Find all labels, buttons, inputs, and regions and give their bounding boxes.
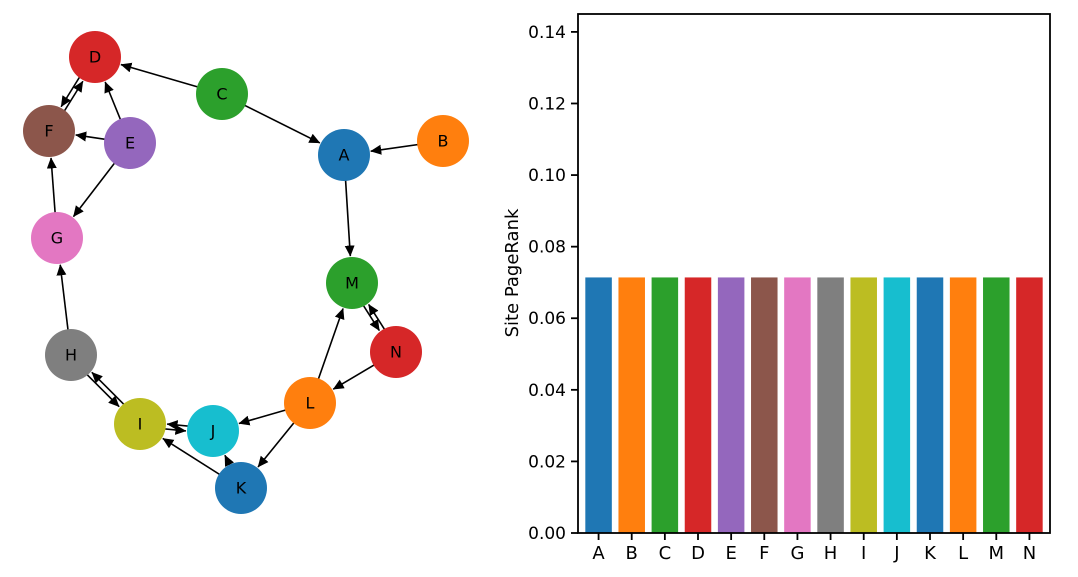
graph-node-C <box>196 68 248 120</box>
y-tick-label-0.04: 0.04 <box>528 381 566 401</box>
bar-C <box>651 277 679 533</box>
bar-I <box>850 277 877 533</box>
x-tick-label-C: C <box>659 543 672 564</box>
y-tick-label-0.02: 0.02 <box>528 452 566 472</box>
graph-node-label-H: H <box>65 346 77 365</box>
bar-N <box>1016 277 1043 533</box>
graph-node-label-D: D <box>89 48 101 67</box>
graph-node-label-A: A <box>339 146 350 165</box>
bar-B <box>618 277 645 533</box>
y-tick-label-0.10: 0.10 <box>528 166 566 186</box>
x-tick-label-M: M <box>989 543 1005 564</box>
x-tick-label-G: G <box>790 543 804 564</box>
graph-edges <box>46 55 444 489</box>
y-tick-label-0.08: 0.08 <box>528 238 566 258</box>
graph-node-J <box>187 405 239 457</box>
x-tick-label-N: N <box>1023 543 1036 564</box>
graph-node-F <box>23 105 75 157</box>
bar-D <box>684 277 712 533</box>
graph-node-label-M: M <box>345 274 359 293</box>
x-tick-label-F: F <box>759 543 769 564</box>
graph-node-label-L: L <box>306 394 315 413</box>
x-tick-label-B: B <box>626 543 638 564</box>
graph-node-label-F: F <box>44 122 53 141</box>
axes-spines <box>577 13 1051 534</box>
x-tick-label-H: H <box>824 543 838 564</box>
graph-node-label-K: K <box>236 479 247 498</box>
bar-M <box>983 277 1010 533</box>
x-tick-label-J: J <box>893 543 899 564</box>
graph-node-label-E: E <box>125 134 135 153</box>
x-tick-label-E: E <box>725 543 736 564</box>
graph-node-label-N: N <box>390 343 402 362</box>
graph-node-H <box>45 329 97 381</box>
x-tick-label-I: I <box>861 543 866 564</box>
bar-A <box>585 277 612 533</box>
bar-J <box>883 277 911 533</box>
bar-G <box>784 277 811 533</box>
bar-K <box>916 277 944 533</box>
y-tick-label-0.06: 0.06 <box>528 309 566 329</box>
graph-node-K <box>215 462 267 514</box>
bar-E <box>717 277 745 533</box>
y-axis-label: Site PageRank <box>502 208 523 337</box>
graph-node-A <box>318 129 370 181</box>
graph-node-L <box>284 377 336 429</box>
graph-node-I <box>114 398 166 450</box>
bar-L <box>949 277 977 533</box>
graph-node-label-C: C <box>216 85 227 104</box>
y-tick-label-0.14: 0.14 <box>528 23 566 43</box>
bar-F <box>751 277 778 533</box>
x-tick-label-D: D <box>691 543 705 564</box>
graph-node-label-B: B <box>438 132 449 151</box>
x-tick-label-A: A <box>592 543 605 564</box>
x-tick-label-L: L <box>958 543 968 564</box>
y-tick-label-0.12: 0.12 <box>528 94 566 114</box>
network-graph: A B C D E F G H I J K L M N <box>23 31 469 514</box>
graph-node-G <box>31 212 83 264</box>
graph-node-N <box>370 326 422 378</box>
graph-node-label-I: I <box>138 415 143 434</box>
graph-node-D <box>69 31 121 83</box>
bar-H <box>817 277 844 533</box>
graph-node-label-G: G <box>51 229 63 248</box>
graph-node-label-J: J <box>210 422 216 441</box>
graph-nodes: A B C D E F G H I J K L M N <box>23 31 469 514</box>
graph-node-M <box>326 257 378 309</box>
graph-node-B <box>417 115 469 167</box>
chart-bars <box>585 277 1043 533</box>
y-tick-label-0.00: 0.00 <box>528 524 566 544</box>
x-tick-label-K: K <box>924 543 937 564</box>
graph-node-E <box>104 117 156 169</box>
